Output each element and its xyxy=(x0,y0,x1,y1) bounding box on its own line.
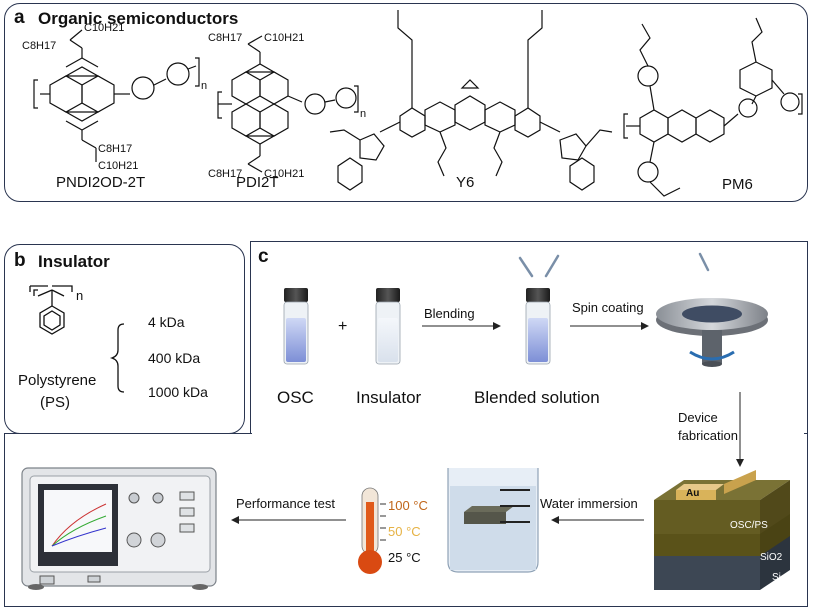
step-device-line2: fabrication xyxy=(678,428,738,443)
panel-a-frame xyxy=(4,3,808,202)
pdi-top-c10-label: C10H21 xyxy=(264,32,305,44)
pdi-bot-c10-label: C10H21 xyxy=(264,168,305,180)
plus-sign: + xyxy=(338,318,348,335)
temp-25: 25 °C xyxy=(388,550,421,565)
molecule-name-pdi2t: PDI2T xyxy=(236,174,279,191)
pndi-bot-c8-label: C8H17 xyxy=(98,143,133,155)
weight-1000kda: 1000 kDa xyxy=(148,384,208,400)
pdi-bot-c8-label: C8H17 xyxy=(208,168,243,180)
water-beaker xyxy=(447,468,539,573)
pm6-structure xyxy=(623,17,803,197)
step-performance-test: Performance test xyxy=(236,496,335,511)
pndi-top-c8-label: C8H17 xyxy=(22,40,57,52)
weight-4kda: 4 kDa xyxy=(148,314,185,330)
pndi-top-c10-label: C10H21 xyxy=(84,22,125,34)
molecule-name-pm6: PM6 xyxy=(722,176,753,193)
semiconductor-analyzer xyxy=(21,467,217,590)
temp-100: 100 °C xyxy=(388,498,428,513)
layer-au: Au xyxy=(686,488,700,499)
vial-insulator xyxy=(375,288,401,365)
layer-osc-ps: OSC/PS xyxy=(730,520,768,531)
thermometer-icon xyxy=(358,487,386,574)
label-blended-solution: Blended solution xyxy=(474,388,600,407)
device-stack xyxy=(654,470,790,590)
weight-400kda: 400 kDa xyxy=(148,350,201,366)
pndi-bot-c10-label: C10H21 xyxy=(98,160,139,172)
pipettes xyxy=(518,252,710,278)
panel-a-title: Organic semiconductors xyxy=(38,9,239,28)
pdi-repeat-n: n xyxy=(360,108,367,120)
vial-osc xyxy=(283,288,309,365)
polystyrene-abbr: (PS) xyxy=(40,394,70,411)
label-insulator: Insulator xyxy=(356,388,422,407)
step-spin-coating: Spin coating xyxy=(572,300,644,315)
panel-b-frame xyxy=(4,244,245,434)
temp-50: 50 °C xyxy=(388,524,421,539)
pndi-repeat-n: n xyxy=(201,80,208,92)
step-device-line1: Device xyxy=(678,410,718,425)
spin-coater xyxy=(656,298,768,367)
panel-b-letter: b xyxy=(14,250,26,271)
step-water-immersion: Water immersion xyxy=(540,496,638,511)
layer-si: Si xyxy=(772,572,781,583)
panel-c-letter: c xyxy=(258,246,269,267)
pdi-top-c8-label: C8H17 xyxy=(208,32,243,44)
step-blending: Blending xyxy=(424,306,475,321)
label-osc: OSC xyxy=(277,388,314,407)
layer-sio2: SiO2 xyxy=(760,552,783,563)
y6-structure xyxy=(329,10,613,191)
pndi2od-2t-structure xyxy=(33,29,200,162)
molecule-name-y6: Y6 xyxy=(456,174,475,191)
ps-repeat-n: n xyxy=(76,288,84,303)
panel-b-title: Insulator xyxy=(38,252,110,271)
vial-blended xyxy=(525,288,551,365)
molecule-name-pndi2od-2t: PNDI2OD-2T xyxy=(56,174,146,191)
pdi2t-structure xyxy=(217,35,359,173)
polystyrene-name: Polystyrene xyxy=(18,372,97,389)
panel-a-letter: a xyxy=(14,7,25,28)
